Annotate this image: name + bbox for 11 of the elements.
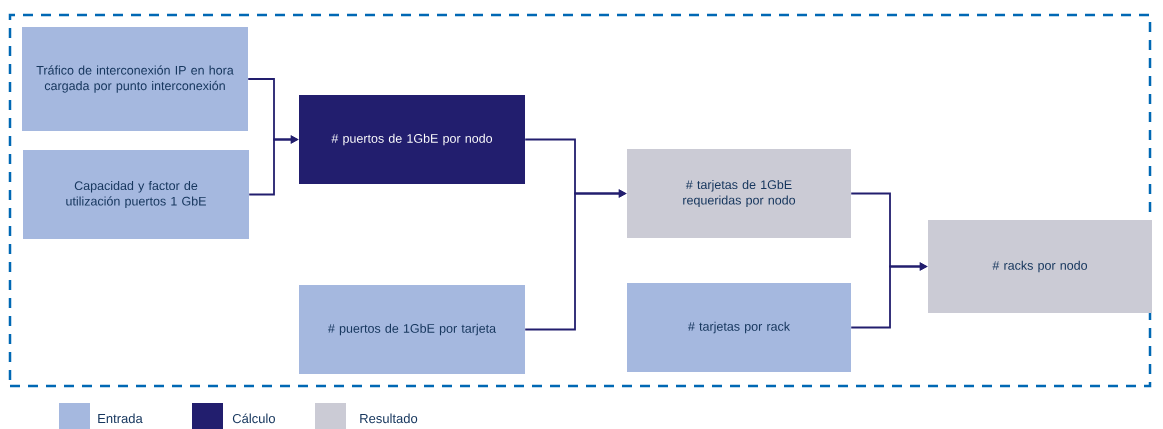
result-box: # racks por nodo (928, 220, 1152, 313)
result-box: # tarjetas de 1GbE requeridas por nodo (627, 149, 851, 238)
legend-label: Entrada (98, 413, 143, 424)
input-box: Capacidad y factor de utilización puertos 1 GbE (23, 150, 249, 239)
dashed-frame (8, 13, 1152, 388)
input-box: # puertos de 1GbE por tarjeta (299, 285, 525, 374)
input-box: Tráfico de interconexión IP en hora cargada por punto interconexión (22, 27, 248, 131)
legend-label: Resultado (360, 413, 418, 424)
calculation-box: # puertos de 1GbE por nodo (299, 95, 525, 184)
input-box: # tarjetas por rack (627, 283, 851, 372)
legend-label: Cálculo (232, 413, 275, 424)
